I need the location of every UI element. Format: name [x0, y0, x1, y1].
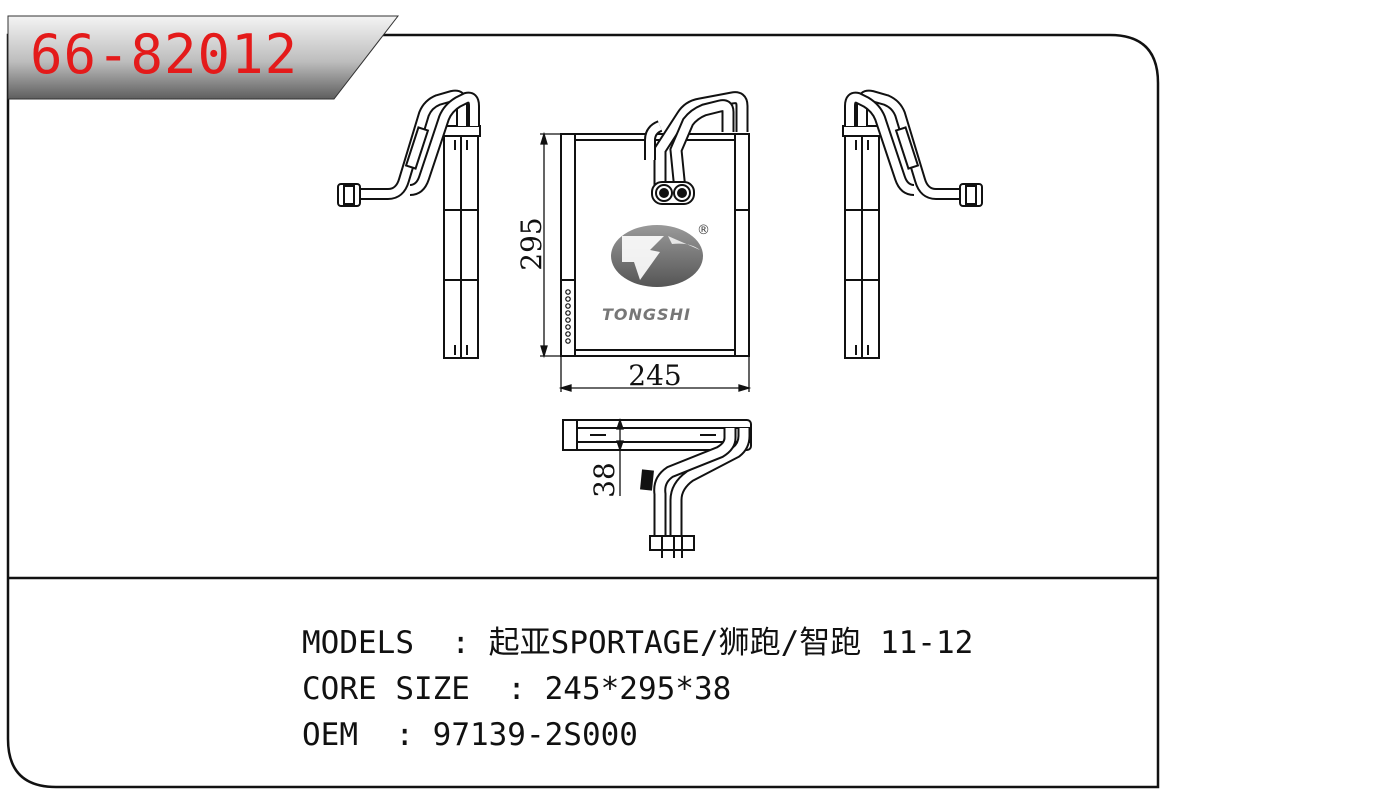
tongshi-logo: ® TONGSHI — [602, 223, 710, 324]
depth-dimension-label: 38 — [588, 462, 621, 498]
logo-registered: ® — [697, 223, 710, 238]
spec-label: MODELS — [302, 625, 433, 661]
height-dimension — [540, 131, 561, 359]
width-dimension-label: 245 — [628, 359, 681, 392]
spec-separator: : — [432, 625, 489, 661]
spec-oem: OEM : 97139-2S000 — [302, 712, 973, 758]
spec-value: 起亚SPORTAGE/狮跑/智跑 11-12 — [488, 625, 974, 661]
spec-models: MODELS : 起亚SPORTAGE/狮跑/智跑 11-12 — [302, 620, 973, 666]
height-dimension-label: 295 — [515, 217, 548, 270]
right-side-view — [842, 89, 983, 359]
outer-frame — [6, 33, 1160, 789]
depth-dimension — [600, 417, 626, 496]
spec-core-size: CORE SIZE : 245*295*38 — [302, 666, 973, 712]
spec-label: CORE SIZE — [302, 671, 489, 707]
part-number-tag — [7, 15, 400, 100]
spec-value: 97139-2S000 — [432, 717, 638, 753]
part-number: 66-82012 — [30, 23, 299, 86]
logo-brand: TONGSHI — [602, 305, 691, 324]
spec-separator: : — [488, 671, 545, 707]
logo-swoosh — [622, 236, 664, 280]
spec-value: 245*295*38 — [544, 671, 732, 707]
spec-separator: : — [376, 717, 433, 753]
spec-list: MODELS : 起亚SPORTAGE/狮跑/智跑 11-12 CORE SIZ… — [302, 620, 973, 758]
drain-holes — [565, 289, 571, 344]
width-dimension — [558, 356, 752, 392]
spec-label: OEM — [302, 717, 377, 753]
top-view — [562, 419, 752, 558]
left-side-view — [337, 89, 481, 359]
